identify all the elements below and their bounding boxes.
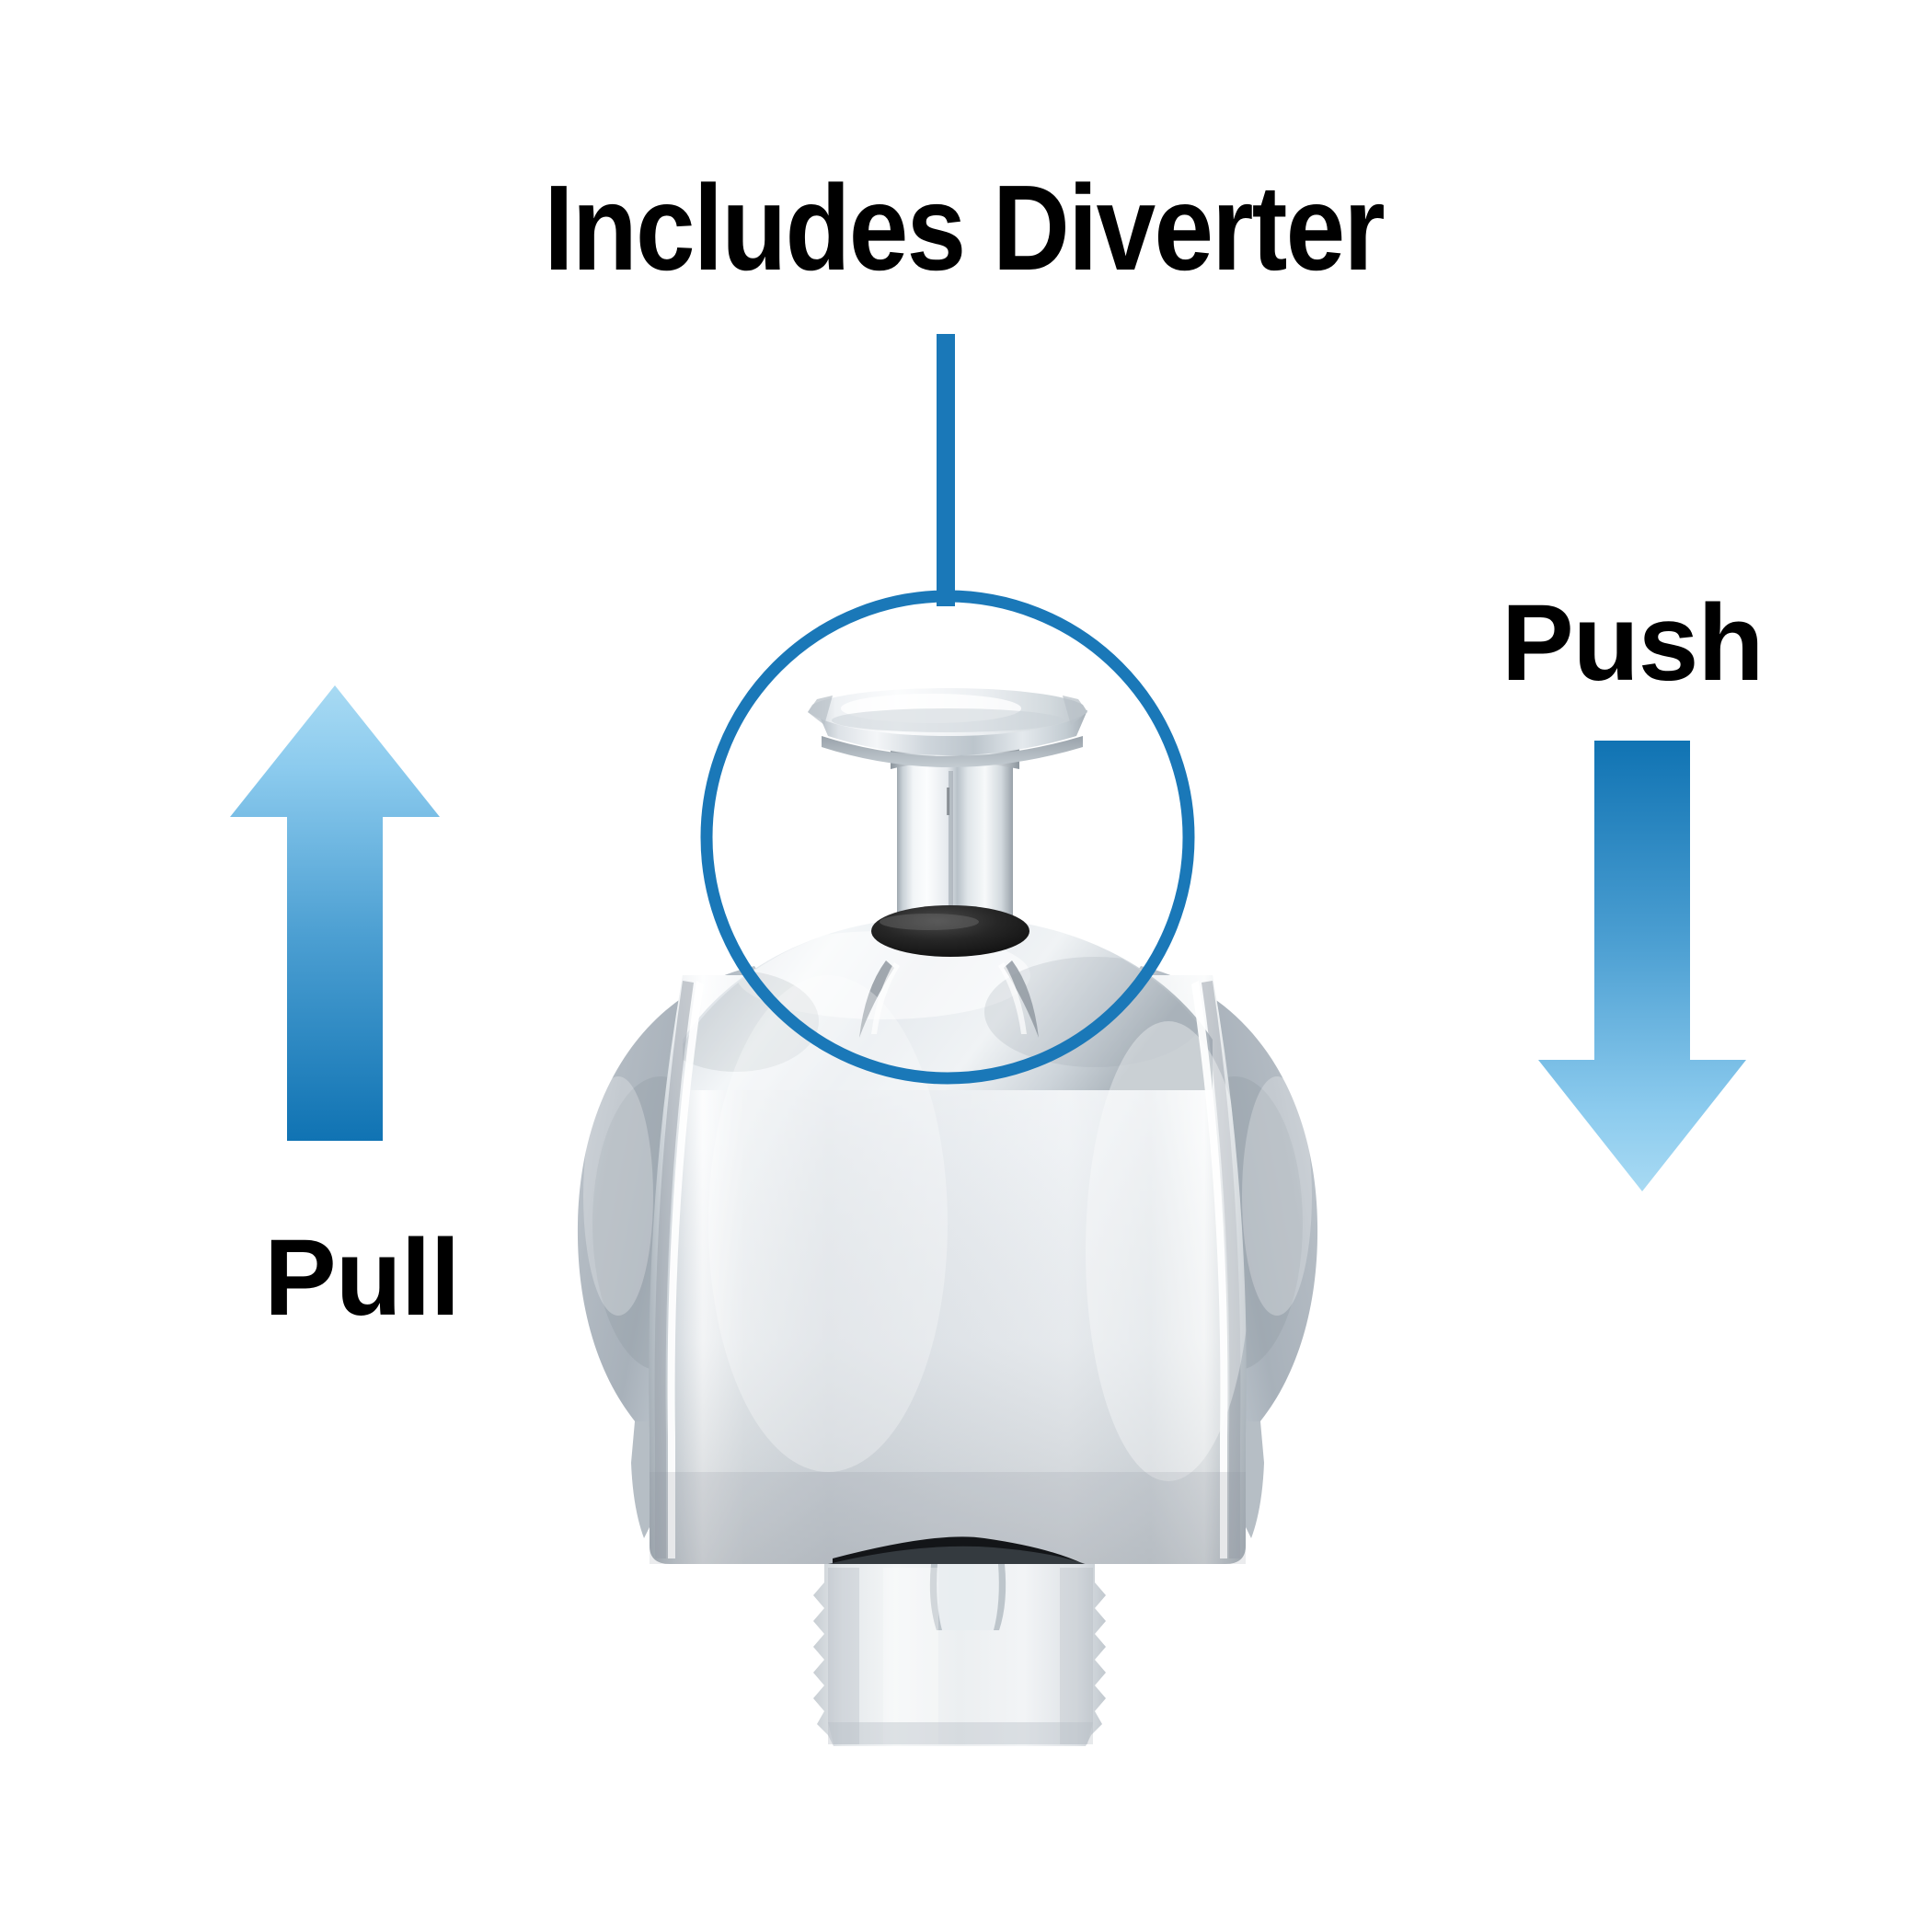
- cap-facet-right: [1063, 696, 1087, 725]
- cap-top-shade: [832, 708, 1064, 732]
- thread-inner-cone-edge-r: [994, 1564, 1006, 1630]
- thread-shade-left: [828, 1568, 859, 1744]
- product-body-group: [577, 916, 1318, 1573]
- face-edge-shade-right: [1202, 981, 1241, 1558]
- diverter-shaft: [897, 747, 1013, 929]
- left-lobe-skirt: [631, 1421, 650, 1538]
- callout-circle: [700, 590, 1195, 1085]
- thread-highlight: [883, 1568, 938, 1744]
- body-front-face-shading: [649, 975, 1247, 1564]
- cap-facet-left: [808, 696, 833, 725]
- thread-body: [813, 1564, 1106, 1746]
- face-sheen-group: [649, 975, 1247, 1564]
- dome-shade-right: [984, 957, 1205, 1067]
- dome-crease-left-hi: [871, 962, 900, 1034]
- callout-group: [700, 334, 1195, 1085]
- left-lobe-highlight: [583, 1076, 653, 1316]
- callout-leader-line: [937, 334, 955, 606]
- shaft-seam-mark: [947, 788, 949, 815]
- dome-crease-right-hi: [998, 962, 1027, 1034]
- callout-title: Includes Diverter: [544, 160, 1385, 295]
- thread-shade-right: [1060, 1568, 1093, 1744]
- face-edge-highlight-left: [667, 981, 704, 1558]
- arrow-down-icon: [1538, 741, 1746, 1191]
- push-label: Push: [1501, 582, 1764, 704]
- face-edge-highlight-right: [1191, 981, 1228, 1558]
- oring-highlight: [880, 914, 979, 930]
- right-lobe-highlight: [1242, 1076, 1312, 1316]
- thread-bottom-shade: [828, 1722, 1093, 1744]
- pull-label: Pull: [264, 1217, 460, 1339]
- face-highlight-right: [1086, 1021, 1247, 1481]
- diverter-knob[interactable]: [808, 688, 1087, 957]
- arrow-up-icon: [230, 685, 440, 1141]
- oring-seal: [871, 905, 1029, 957]
- right-lobe-skirt: [1246, 1421, 1264, 1538]
- shaft-seam: [949, 771, 953, 920]
- pull-arrow-group: [230, 685, 440, 1141]
- face-highlight: [708, 975, 948, 1472]
- threaded-connector: [813, 1564, 1106, 1746]
- diverter-cap-underside: [822, 736, 1083, 767]
- thread-inner-cone-edge: [929, 1564, 942, 1630]
- face-edge-shade-left: [654, 981, 694, 1558]
- push-arrow-group: [1538, 741, 1746, 1191]
- thread-inner-cone: [929, 1564, 1006, 1630]
